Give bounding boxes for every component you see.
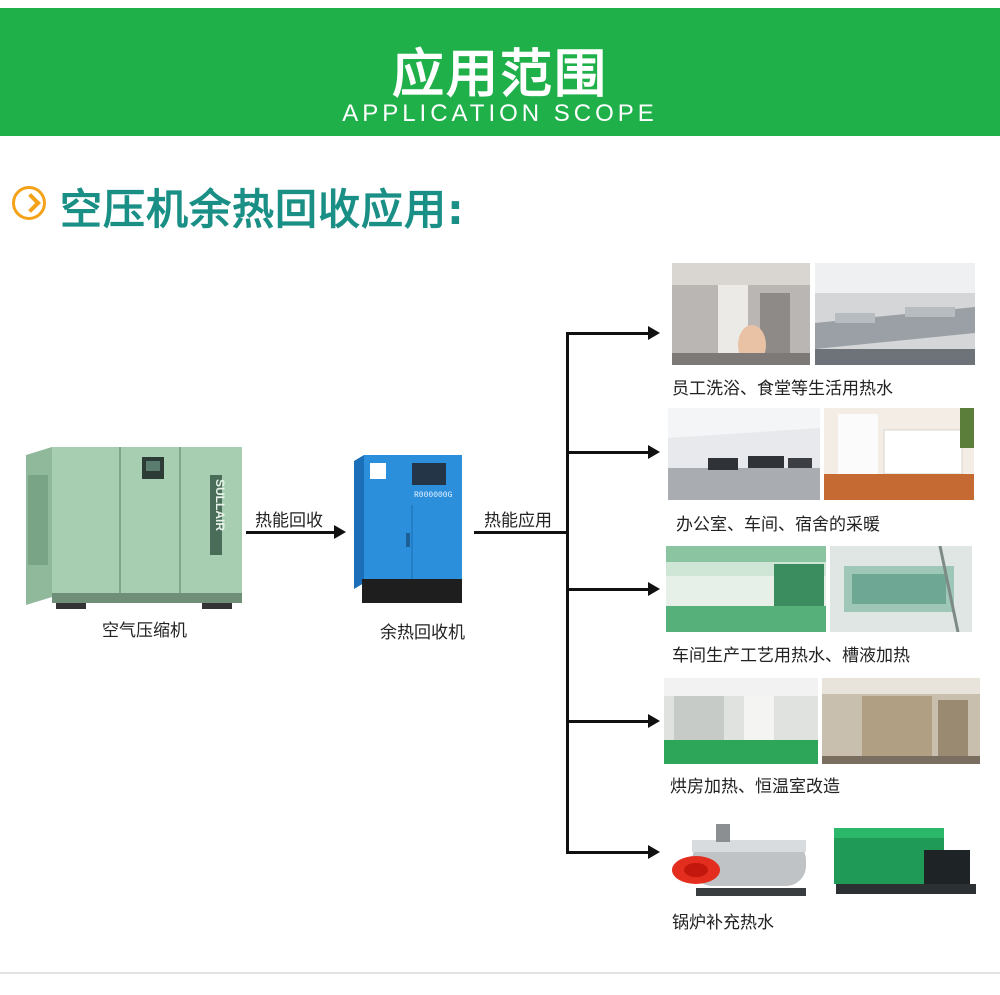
office-photo xyxy=(668,408,820,500)
branch-arrow-head-1 xyxy=(648,326,660,340)
branch-arrow-head-4 xyxy=(648,714,660,728)
branch-line-2 xyxy=(566,451,648,454)
section-title: 空压机余热回收应用: xyxy=(60,185,465,234)
application-caption-5: 锅炉补充热水 xyxy=(672,913,774,933)
compressor-brand: SULLAIR xyxy=(213,479,227,531)
page-title: 应用范围 xyxy=(391,45,608,105)
branch-arrow-head-5 xyxy=(648,845,660,859)
page-subtitle: APPLICATION SCOPE xyxy=(342,100,658,127)
application-caption-2: 办公室、车间、宿舍的采暖 xyxy=(676,515,880,535)
air-compressor-image: SULLAIR xyxy=(22,445,244,610)
application-caption-4: 烘房加热、恒温室改造 xyxy=(670,777,840,797)
drying-room-photo xyxy=(664,678,818,764)
branch-line-3 xyxy=(566,588,648,591)
compressor-label: 空气压缩机 xyxy=(102,621,187,641)
constant-temperature-room-photo xyxy=(822,678,980,764)
shower-room-photo xyxy=(672,263,810,365)
recovery-display-text: R000000G xyxy=(414,491,453,500)
branch-arrow-head-3 xyxy=(648,582,660,596)
flow-label-heat-application: 热能应用 xyxy=(484,511,552,531)
branch-line-5 xyxy=(566,851,648,854)
flow-arrow-head-1 xyxy=(334,525,346,539)
chain-grate-boiler-photo xyxy=(828,810,978,902)
canteen-kitchen-photo xyxy=(815,263,975,365)
heat-recovery-machine-image: R000000G xyxy=(354,455,464,605)
radiator-heating-photo xyxy=(824,408,974,500)
chevron-right-icon xyxy=(12,186,46,220)
application-caption-1: 员工洗浴、食堂等生活用热水 xyxy=(672,379,893,399)
branch-line-4 xyxy=(566,720,648,723)
distribution-trunk-line xyxy=(566,333,569,854)
header-banner: 应用范围 APPLICATION SCOPE xyxy=(0,8,1000,136)
application-caption-3: 车间生产工艺用热水、槽液加热 xyxy=(672,646,910,666)
bottom-divider xyxy=(0,972,1000,974)
production-workshop-photo xyxy=(666,546,826,632)
branch-line-1 xyxy=(566,332,648,335)
branch-arrow-head-2 xyxy=(648,445,660,459)
tank-heating-photo xyxy=(830,546,972,632)
flow-arrow-line-2 xyxy=(474,531,568,534)
flow-arrow-line-1 xyxy=(246,531,334,534)
recovery-machine-label: 余热回收机 xyxy=(380,623,465,643)
flow-label-heat-recovery: 热能回收 xyxy=(255,511,323,531)
fire-tube-boiler-photo xyxy=(666,810,821,902)
